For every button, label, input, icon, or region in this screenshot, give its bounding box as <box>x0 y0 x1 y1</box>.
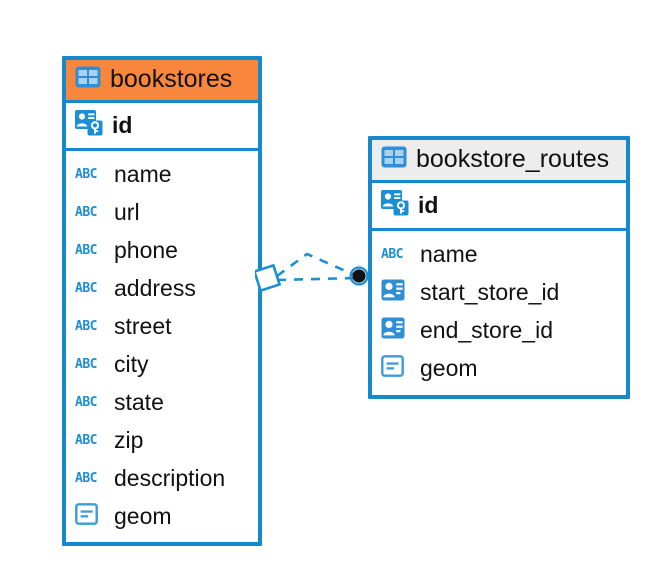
primary-key-section: id <box>372 183 626 231</box>
table-grid-icon <box>75 66 101 93</box>
abc-text-icon: ABC <box>75 470 97 486</box>
field-row-address[interactable]: ABC address <box>66 269 258 307</box>
field-label: id <box>112 112 133 138</box>
field-label: geom <box>114 502 172 529</box>
relationship-line-upper <box>276 252 358 278</box>
geometry-icon <box>75 502 105 530</box>
field-label: zip <box>114 426 144 453</box>
field-row-description[interactable]: ABC description <box>66 459 258 497</box>
abc-text-icon: ABC <box>75 432 97 448</box>
foreign-key-icon <box>381 279 411 306</box>
primary-key-section: id <box>66 103 258 151</box>
abc-text-icon: ABC <box>75 204 97 220</box>
columns-section: ABC name ABC url ABC phone ABC address A… <box>66 151 258 541</box>
field-row-street[interactable]: ABC street <box>66 307 258 345</box>
entity-header-bookstore-routes[interactable]: bookstore_routes <box>372 140 626 183</box>
abc-text-icon: ABC <box>75 280 97 296</box>
geometry-icon <box>381 354 411 382</box>
field-label: id <box>418 192 439 218</box>
field-row-name[interactable]: ABC name <box>372 235 626 273</box>
abc-text-icon: ABC <box>75 318 97 334</box>
entity-bookstore-routes[interactable]: bookstore_routes <box>368 136 630 399</box>
field-row-geom[interactable]: geom <box>66 497 258 535</box>
field-label: url <box>114 198 140 225</box>
field-label: end_store_id <box>420 316 553 343</box>
field-row-name[interactable]: ABC name <box>66 155 258 193</box>
foreign-key-icon <box>381 317 411 344</box>
abc-text-icon: ABC <box>75 394 97 410</box>
entity-title: bookstores <box>110 65 233 93</box>
primary-key-icon <box>381 190 409 221</box>
field-label: street <box>114 312 172 339</box>
entity-bookstores[interactable]: bookstores id <box>62 56 262 546</box>
field-label: phone <box>114 236 178 263</box>
field-row-zip[interactable]: ABC zip <box>66 421 258 459</box>
table-grid-icon <box>381 146 407 173</box>
field-label: geom <box>420 354 478 381</box>
field-row-geom[interactable]: geom <box>372 349 626 387</box>
field-label: state <box>114 388 164 415</box>
field-row-url[interactable]: ABC url <box>66 193 258 231</box>
field-row-id[interactable]: id <box>372 183 626 228</box>
field-row-city[interactable]: ABC city <box>66 345 258 383</box>
field-row-start-store-id[interactable]: start_store_id <box>372 273 626 311</box>
field-row-end-store-id[interactable]: end_store_id <box>372 311 626 349</box>
abc-text-icon: ABC <box>381 246 403 262</box>
field-row-phone[interactable]: ABC phone <box>66 231 258 269</box>
field-row-id[interactable]: id <box>66 103 258 148</box>
entity-title: bookstore_routes <box>416 145 610 173</box>
abc-text-icon: ABC <box>75 166 97 182</box>
field-label: start_store_id <box>420 278 560 305</box>
rhombus-outline-marker <box>252 263 282 293</box>
filled-circle-marker <box>349 266 369 286</box>
columns-section: ABC name start_store_id <box>372 231 626 393</box>
abc-text-icon: ABC <box>75 242 97 258</box>
field-label: address <box>114 274 196 301</box>
field-label: description <box>114 464 226 491</box>
entity-header-bookstores[interactable]: bookstores <box>66 60 258 103</box>
abc-text-icon: ABC <box>75 356 97 372</box>
primary-key-icon <box>75 110 103 141</box>
field-label: city <box>114 350 149 377</box>
field-label: name <box>114 160 172 187</box>
relationship-connector[interactable] <box>252 238 385 308</box>
field-row-state[interactable]: ABC state <box>66 383 258 421</box>
relationship-line-lower <box>276 276 358 282</box>
field-label: name <box>420 240 478 267</box>
